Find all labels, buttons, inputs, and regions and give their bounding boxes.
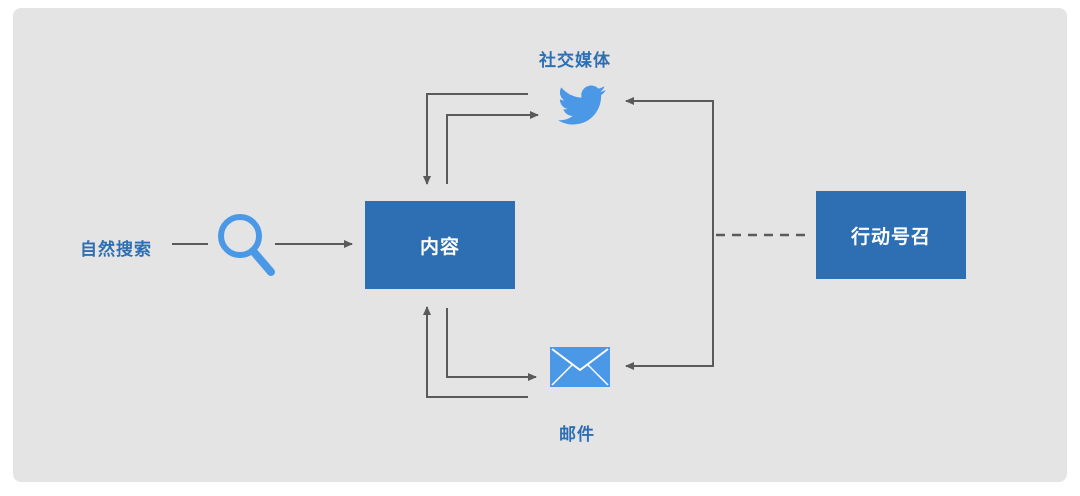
- call-to-action-label: 行动号召: [850, 225, 931, 248]
- email-to-content-arrow: [423, 306, 528, 398]
- envelope-icon: [550, 347, 610, 387]
- cta-to-email-arrow: [625, 235, 714, 370]
- social-media-label: 社交媒体: [539, 51, 611, 71]
- content-to-social-arrow: [446, 111, 539, 184]
- content-to-email-arrow: [446, 308, 537, 381]
- call-to-action-box: 行动号召: [816, 191, 966, 279]
- email-label: 邮件: [559, 425, 595, 445]
- natural-search-label: 自然搜索: [80, 240, 152, 260]
- content-label: 内容: [419, 235, 460, 258]
- magnifier-icon: [218, 214, 275, 276]
- social-to-content-arrow: [423, 93, 528, 185]
- twitter-bird-icon: [558, 85, 607, 125]
- cta-to-social-arrow: [625, 97, 714, 235]
- content-box: 内容: [365, 201, 515, 289]
